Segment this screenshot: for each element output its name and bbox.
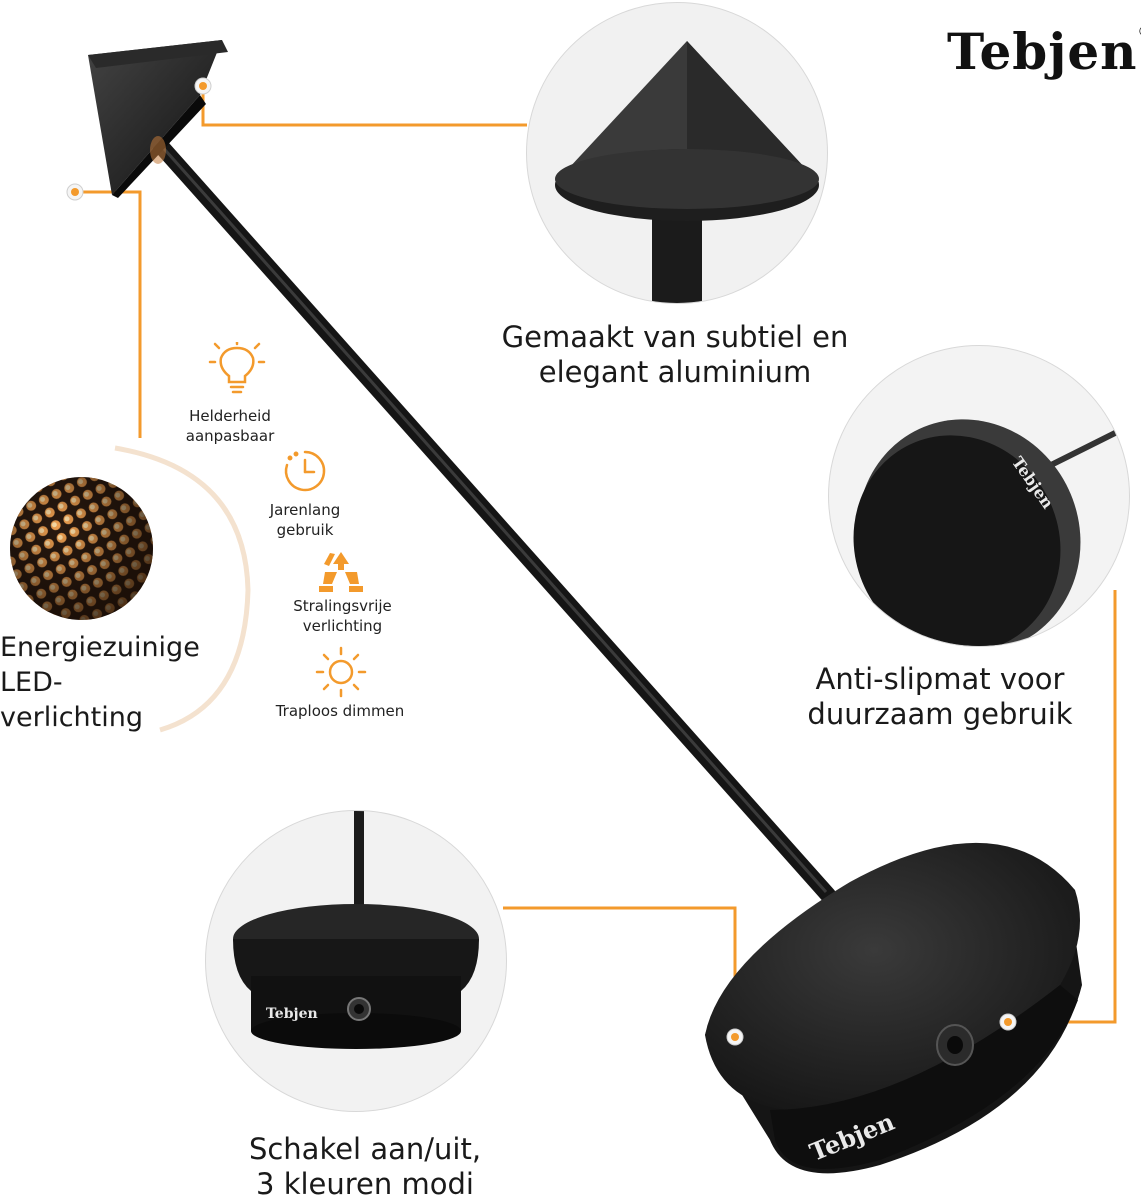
led-closeup-circle — [10, 477, 153, 620]
feature-longevity-line2: gebruik — [250, 520, 360, 540]
connector-base-switch — [503, 908, 735, 1037]
feature-brightness-line2: aanpasbaar — [170, 426, 290, 446]
connector-shade-led — [75, 192, 140, 438]
feature-dimming-line1: Traploos dimmen — [265, 701, 415, 721]
feature-radiation-free: Stralingsvrije verlichting — [285, 596, 400, 636]
feature-radiation-free-line1: Stralingsvrije — [285, 596, 400, 616]
feature-longevity: Jarenlang gebruik — [250, 500, 360, 540]
clock-icon — [282, 448, 328, 494]
feature-radiation-free-line2: verlichting — [285, 616, 400, 636]
recycle-icon — [317, 550, 365, 594]
svg-text:Tebjen: Tebjen — [266, 1006, 318, 1022]
switch-caption-line2: 3 kleuren modi — [220, 1167, 510, 1202]
sun-icon — [314, 645, 368, 699]
antislip-caption-line2: duurzaam gebruik — [790, 697, 1090, 732]
aluminium-closeup-circle — [526, 2, 828, 304]
lamp-shade — [88, 40, 228, 198]
switch-closeup-circle: Tebjen — [205, 810, 507, 1112]
aluminium-caption-line1: Gemaakt van subtiel en — [500, 320, 850, 355]
antislip-caption: Anti-slipmat voor duurzaam gebruik — [790, 662, 1090, 732]
feature-longevity-line1: Jarenlang — [250, 500, 360, 520]
switch-caption-line1: Schakel aan/uit, — [220, 1132, 510, 1167]
base-bottom-illustration: Tebjen — [829, 346, 1129, 646]
shade-closeup-illustration — [527, 3, 827, 303]
lightbulb-icon — [207, 342, 267, 397]
antislip-closeup-circle: Tebjen — [828, 345, 1130, 647]
led-caption: Energiezuinige LED-verlichting — [0, 630, 175, 735]
aluminium-caption: Gemaakt van subtiel en elegant aluminium — [500, 320, 850, 390]
connector-shade-aluminium — [203, 86, 527, 125]
led-grid-illustration — [10, 477, 153, 620]
antislip-caption-line1: Anti-slipmat voor — [790, 662, 1090, 697]
led-caption-line1: Energiezuinige — [0, 630, 175, 665]
aluminium-caption-line2: elegant aluminium — [500, 355, 850, 390]
feature-list: Helderheid aanpasbaar Jarenlang gebruik … — [170, 340, 430, 730]
feature-dimming: Traploos dimmen — [265, 701, 415, 721]
feature-brightness: Helderheid aanpasbaar — [170, 406, 290, 446]
switch-caption: Schakel aan/uit, 3 kleuren modi — [220, 1132, 510, 1202]
lamp-base: Tebjen — [705, 843, 1082, 1173]
base-side-illustration: Tebjen — [206, 811, 506, 1111]
led-caption-line2: LED-verlichting — [0, 665, 175, 735]
feature-brightness-line1: Helderheid — [170, 406, 290, 426]
